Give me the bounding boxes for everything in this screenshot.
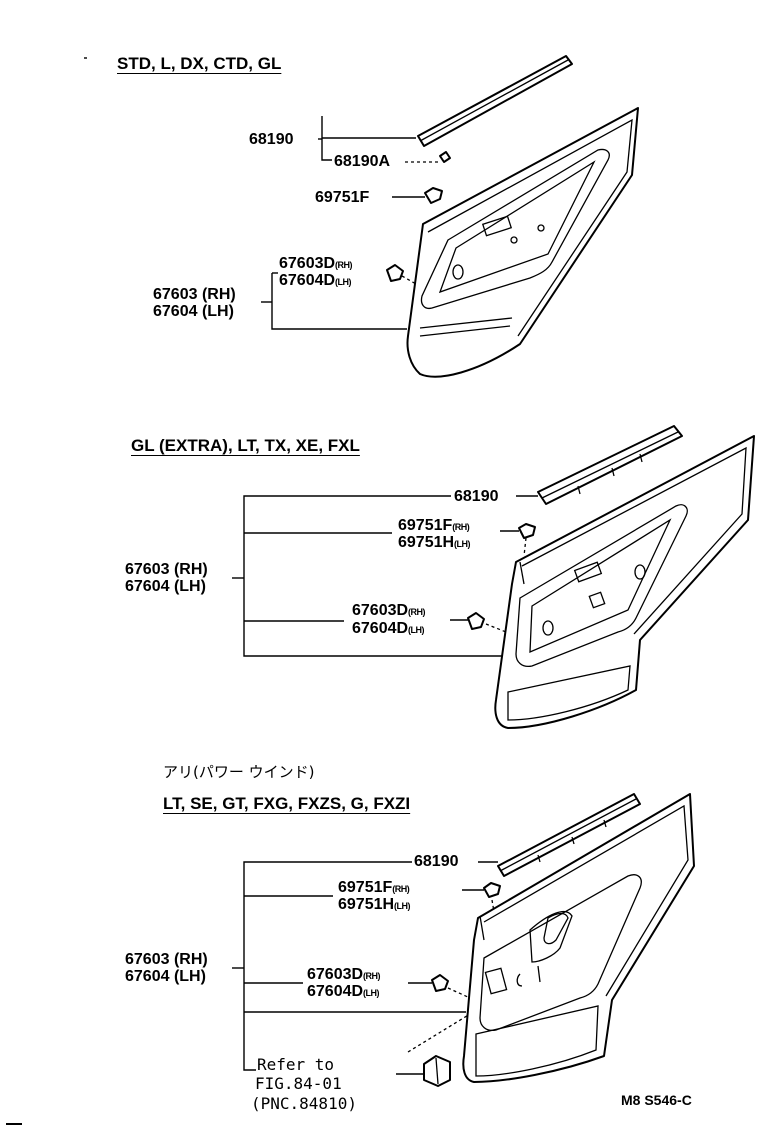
section-1-heading: STD, L, DX, CTD, GL: [117, 54, 282, 73]
part-number-67604: 67604 (LH): [153, 303, 234, 320]
panel-inner-edge: [483, 804, 689, 997]
part-number-67603: 67603 (RH): [153, 286, 236, 303]
section-3-heading: LT, SE, GT, FXG, FXZS, G, FXZI: [163, 794, 411, 813]
part-number-69751f: 69751F: [315, 189, 370, 206]
part-number-67603d: 67603D(RH): [279, 255, 353, 272]
part-number-68190: 68190: [414, 853, 459, 870]
panel-line: [419, 317, 513, 329]
clip-icon: [424, 187, 443, 204]
part-number-67603: 67603 (RH): [125, 951, 208, 968]
switch-edge: [435, 1057, 439, 1085]
part-number-68190: 68190: [249, 131, 294, 148]
panel-line: [519, 561, 525, 585]
reference-line-3: (PNC.84810): [251, 1094, 357, 1113]
panel-button: [510, 236, 518, 244]
panel-recess: [515, 504, 688, 668]
weatherstrip-tab: [603, 819, 607, 828]
weatherstrip-tab: [611, 467, 615, 477]
leader-69751-dash: [523, 537, 527, 557]
panel-switch-recess: [484, 967, 508, 995]
panel-armrest-pull-inner: [543, 912, 569, 945]
panel-lock: [588, 591, 606, 609]
leader-67603d-dash: [485, 623, 507, 633]
panel-knob: [634, 564, 646, 580]
part-number-68190: 68190: [454, 488, 499, 505]
panel-armrest-pull: [529, 911, 573, 963]
part-number-69751h: 69751H(LH): [338, 896, 411, 913]
section-3-drawing: [232, 793, 695, 1087]
clip-icon: [467, 612, 485, 630]
weatherstrip-edge: [499, 798, 637, 872]
weatherstrip-tab: [571, 836, 575, 845]
leader-69751-dash: [491, 899, 495, 913]
panel-inner-edge: [521, 446, 747, 635]
part-number-69751h: 69751H(LH): [398, 534, 471, 551]
part-number-68190a: 68190A: [334, 153, 391, 170]
panel-pocket: [507, 665, 631, 721]
panel-recess-inner: [438, 160, 596, 294]
panel-knob: [452, 264, 464, 280]
leader-67603d-dash: [447, 987, 471, 999]
panel-inner-edge: [427, 118, 633, 337]
part-number-69751f: 69751F(RH): [398, 517, 470, 534]
door-trim-panel-icon: [494, 435, 755, 729]
clip-icon: [386, 264, 404, 282]
weatherstrip-icon: [417, 55, 573, 147]
section-2-heading: GL (EXTRA), LT, TX, XE, FXL: [131, 436, 360, 455]
part-number-67603: 67603 (RH): [125, 561, 208, 578]
clip-icon: [439, 151, 451, 163]
reference-line-1: Refer to: [257, 1055, 335, 1074]
bracket-67603: [271, 273, 407, 330]
part-number-67604: 67604 (LH): [125, 578, 206, 595]
part-number-69751f: 69751F(RH): [338, 879, 410, 896]
leader-67603d-part: [401, 275, 417, 285]
section-1-drawing: [261, 55, 639, 378]
leader-switch-dash: [407, 1013, 471, 1053]
section-2-drawing: [232, 425, 755, 729]
panel-line: [419, 325, 511, 337]
clip-icon: [431, 974, 449, 992]
part-number-67604d: 67604D(LH): [307, 983, 380, 1000]
figure-code: M8 S546-C: [621, 1092, 692, 1108]
clip-icon: [518, 523, 536, 539]
door-trim-panel-icon: [406, 107, 639, 378]
weatherstrip-edge: [541, 431, 679, 499]
panel-knob: [542, 620, 554, 636]
weatherstrip-tab: [537, 854, 541, 863]
bracket-67603: [243, 861, 412, 1071]
weatherstrip-edge: [419, 59, 569, 142]
weatherstrip-tab: [639, 453, 643, 463]
bracket-67603: [243, 495, 502, 657]
part-number-67604: 67604 (LH): [125, 968, 206, 985]
panel-recess: [479, 874, 642, 1032]
panel-mark: [537, 965, 541, 983]
reference-line-2: FIG.84-01: [255, 1074, 342, 1093]
panel-button: [537, 224, 545, 232]
part-number-67603d: 67603D(RH): [352, 602, 426, 619]
panel-mark: [516, 973, 523, 987]
panel-line: [479, 915, 485, 941]
panel-pocket: [475, 1005, 599, 1077]
weatherstrip-tab: [577, 485, 581, 495]
bracket-68190: [321, 116, 332, 161]
part-number-67604d: 67604D(LH): [352, 620, 425, 637]
panel-recess-inner: [529, 518, 672, 654]
panel-recess: [420, 148, 610, 310]
panel-handle: [573, 561, 603, 583]
part-number-67604d: 67604D(LH): [279, 272, 352, 289]
part-number-67603d: 67603D(RH): [307, 966, 381, 983]
door-trim-panel-icon: [462, 793, 695, 1083]
panel-handle: [481, 215, 513, 237]
section-3-note: アリ(パワー ウインド): [163, 763, 315, 781]
clip-icon: [483, 882, 501, 898]
